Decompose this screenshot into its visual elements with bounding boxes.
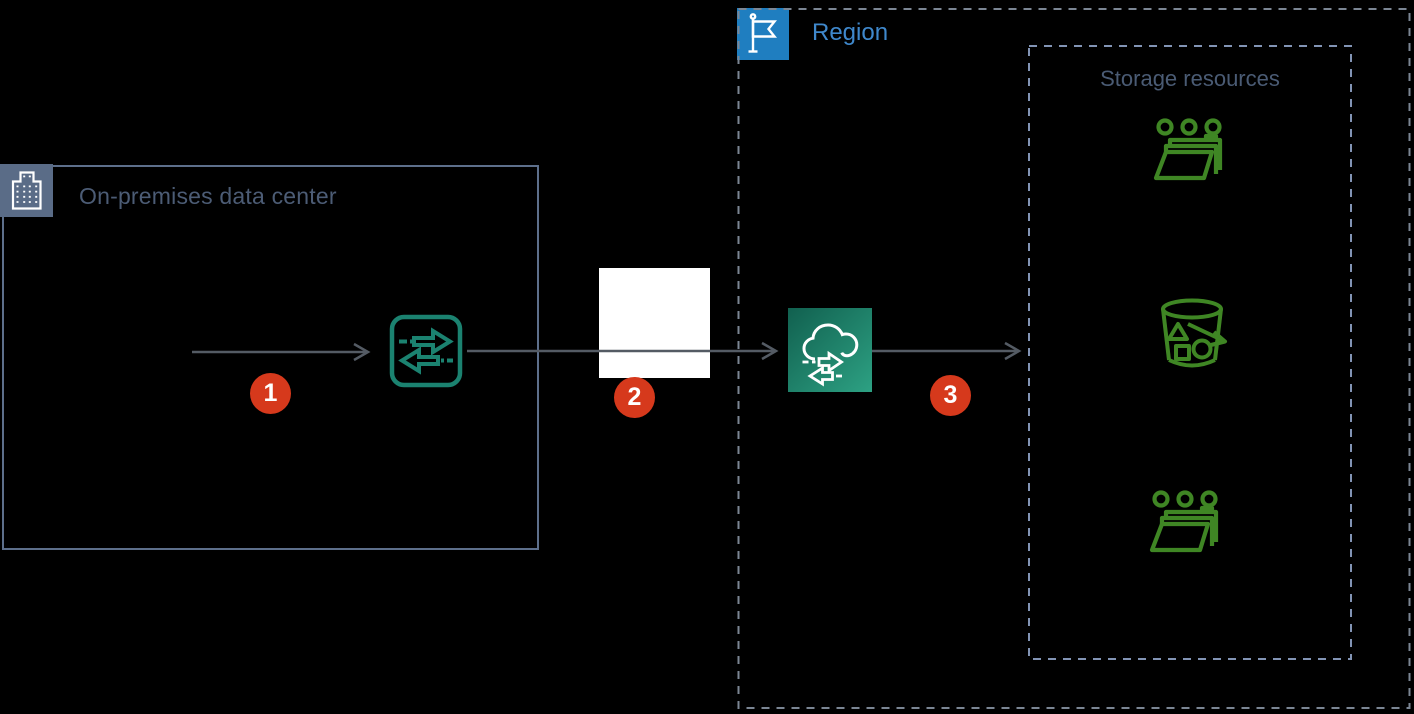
region-label: Region (812, 19, 889, 46)
step-badge-3: 3 (930, 375, 971, 416)
datasync-agent-icon (385, 310, 467, 392)
on-premises-box (2, 165, 539, 550)
blank-white-box (599, 268, 710, 378)
flag-icon (737, 8, 789, 60)
arrow-step-3 (872, 341, 1022, 361)
efs-file-system-icon (1146, 488, 1230, 560)
datasync-service-icon (788, 308, 872, 392)
step-badge-1: 1 (250, 373, 291, 414)
s3-bucket-icon (1152, 296, 1240, 378)
efs-file-system-icon (1150, 116, 1234, 188)
step-badge-2: 2 (614, 377, 655, 418)
storage-resources-label: Storage resources (1100, 66, 1280, 91)
building-icon (0, 164, 53, 217)
on-premises-label: On-premises data center (79, 183, 337, 209)
